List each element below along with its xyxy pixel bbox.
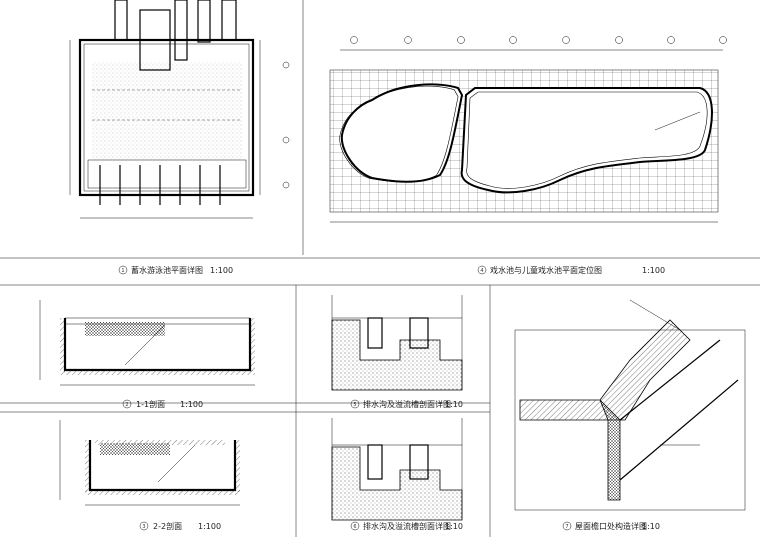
svg-text:戏水池与儿童戏水池平面定位图: 戏水池与儿童戏水池平面定位图 xyxy=(490,265,602,275)
svg-text:1:100: 1:100 xyxy=(642,266,665,275)
pond-grid-plan-drawing xyxy=(329,36,727,223)
title-drain-detail-a: 5 排水沟及溢流槽剖面详图 1:10 xyxy=(350,399,463,409)
svg-text:3: 3 xyxy=(142,524,145,530)
svg-text:2-2剖面: 2-2剖面 xyxy=(153,521,182,531)
edge-detail-drawing xyxy=(514,299,746,511)
title-edge-detail: 7 屋面檐口处构造详图 1:10 xyxy=(562,521,660,531)
section-2-drawing xyxy=(59,420,240,506)
grid-axis-markers xyxy=(340,36,727,51)
svg-text:屋面檐口处构造详图: 屋面檐口处构造详图 xyxy=(575,521,647,531)
title-section-1: 2 1-1剖面 1:100 xyxy=(122,399,203,409)
svg-text:1:10: 1:10 xyxy=(642,522,660,531)
svg-text:6: 6 xyxy=(353,524,356,530)
svg-text:1:100: 1:100 xyxy=(180,400,203,409)
drain-detail-b-drawing xyxy=(331,418,463,521)
svg-text:5: 5 xyxy=(353,402,356,408)
drain-detail-a-drawing xyxy=(331,295,463,391)
svg-text:1:10: 1:10 xyxy=(445,522,463,531)
title-pond-grid-plan: 4 戏水池与儿童戏水池平面定位图 1:100 xyxy=(477,265,665,275)
svg-text:7: 7 xyxy=(565,524,568,530)
pond-outlines xyxy=(339,83,713,194)
title-drain-detail-b: 6 排水沟及溢流槽剖面详图 1:10 xyxy=(350,521,463,531)
svg-text:1:100: 1:100 xyxy=(198,522,221,531)
svg-text:1:100: 1:100 xyxy=(210,266,233,275)
svg-text:1: 1 xyxy=(121,268,124,274)
svg-text:1:10: 1:10 xyxy=(445,400,463,409)
svg-text:1-1剖面: 1-1剖面 xyxy=(136,399,165,409)
svg-text:排水沟及溢流槽剖面详图: 排水沟及溢流槽剖面详图 xyxy=(363,521,451,531)
svg-text:排水沟及溢流槽剖面详图: 排水沟及溢流槽剖面详图 xyxy=(363,399,451,409)
bottom-drain-channels xyxy=(87,159,247,205)
pool-plan-drawing xyxy=(69,0,290,219)
equipment-shafts xyxy=(114,0,237,71)
svg-text:蓄水游泳池平面详图: 蓄水游泳池平面详图 xyxy=(131,265,203,275)
svg-text:2: 2 xyxy=(125,402,128,408)
svg-text:4: 4 xyxy=(480,268,483,274)
title-section-2: 3 2-2剖面 1:100 xyxy=(139,521,221,531)
section-1-drawing xyxy=(39,300,255,386)
panel-titles: 1 蓄水游泳池平面详图 1:100 4 戏水池与儿童戏水池平面定位图 1:100… xyxy=(118,265,665,531)
title-pool-plan: 1 蓄水游泳池平面详图 1:100 xyxy=(118,265,233,275)
